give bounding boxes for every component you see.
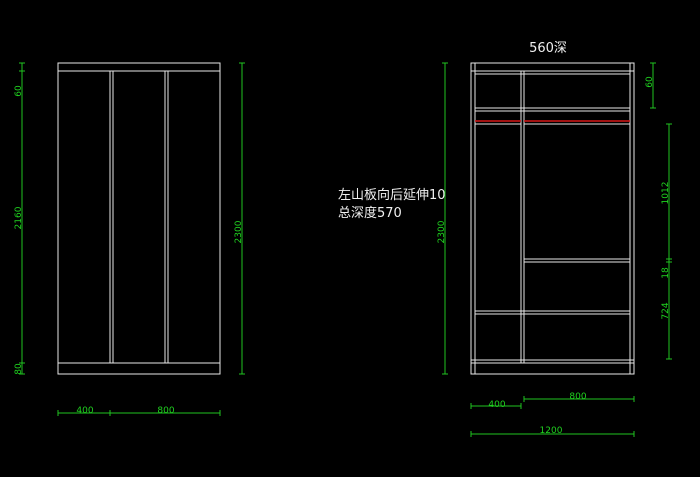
side-mid-height-label: 18 (661, 267, 671, 279)
front-top-height-label: 60 (14, 85, 24, 97)
side-view-title: 560深 (529, 41, 567, 56)
front-total-height-dimension: 2300 (234, 62, 245, 375)
side-total-height-dimension: 2300 (437, 62, 448, 375)
note-line-1: 左山板向后延伸10 (338, 187, 446, 203)
front-body-height-label: 2160 (14, 206, 24, 229)
side-view (470, 62, 635, 375)
side-width-right-label: 800 (569, 392, 586, 402)
side-total-width-label: 1200 (540, 426, 563, 436)
note-line-2: 总深度570 (338, 205, 402, 221)
front-total-height-label: 2300 (234, 220, 244, 243)
side-total-height-label: 2300 (437, 220, 447, 243)
side-upper-height-label: 1012 (661, 182, 671, 205)
side-top-height-label: 60 (645, 76, 655, 88)
front-left-dimension: 60 2160 80 (14, 62, 25, 375)
side-right-dimension: 60 1012 18 724 (645, 62, 672, 360)
side-outline (470, 62, 635, 375)
side-right-panel (629, 62, 635, 375)
side-width-left-label: 400 (488, 400, 505, 410)
front-width-dimension: 400 800 (57, 406, 221, 416)
notes: 左山板向后延伸10 总深度570 (338, 187, 446, 221)
front-outline (57, 62, 221, 375)
front-view (57, 62, 221, 375)
side-left-panel (470, 62, 476, 375)
side-width-dimension: 400 800 1200 (470, 392, 635, 437)
side-lower-height-label: 724 (661, 302, 671, 319)
front-width-right-label: 800 (157, 406, 174, 416)
front-width-left-label: 400 (76, 406, 93, 416)
front-base-height-label: 80 (14, 363, 24, 375)
